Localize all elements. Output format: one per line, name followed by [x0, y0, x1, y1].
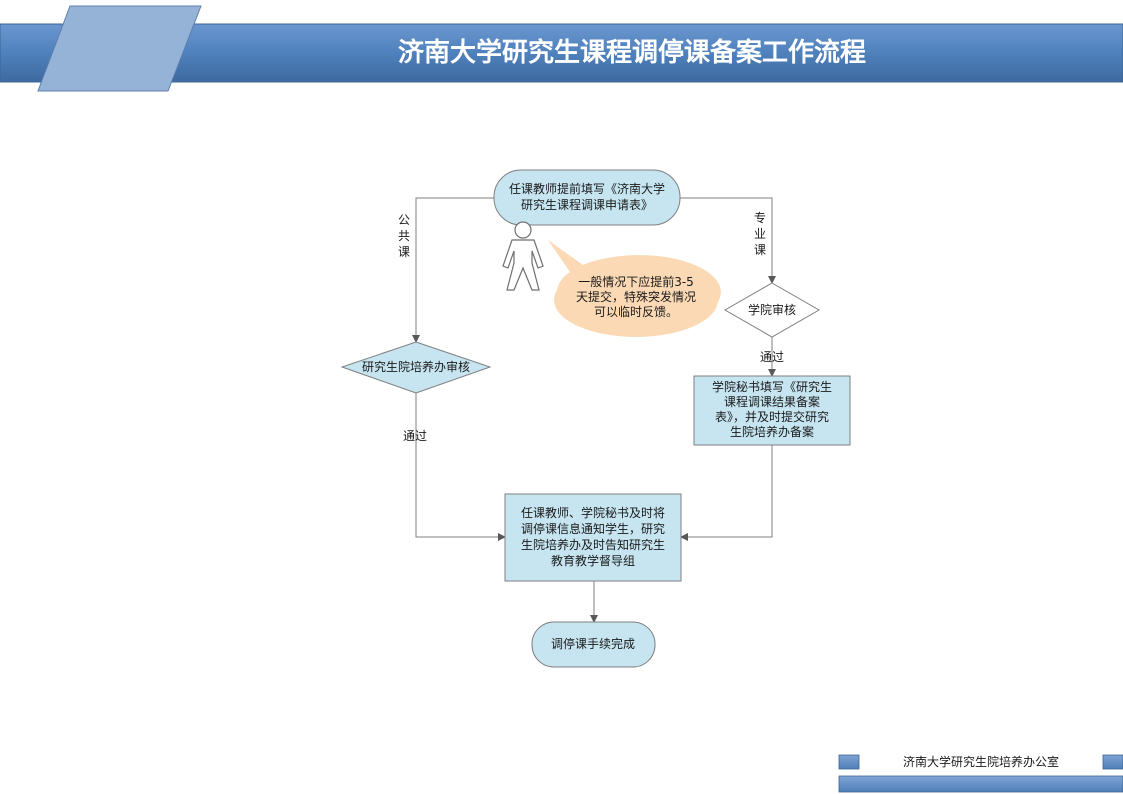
person-icon: [502, 221, 544, 291]
right-branch-label: 专 业 课: [754, 210, 766, 257]
note-line-1: 一般情况下应提前3-5: [578, 274, 694, 289]
left-branch-char-3: 课: [398, 245, 410, 259]
start-node-line-1: 任课教师提前填写《济南大学: [509, 181, 665, 196]
decision-right: 学院审核: [723, 282, 821, 338]
footer-org: 济南大学研究生院培养办公室: [903, 754, 1059, 769]
footer-bar: [838, 775, 1123, 793]
decision-left: 研究生院培养办审核: [340, 341, 492, 394]
center-process-line-2: 调停课信息通知学生，研究: [521, 521, 665, 536]
right-branch-char-3: 课: [754, 243, 766, 257]
connector-left-decision-to-center: [415, 393, 506, 541]
pass-label-left: 通过: [403, 429, 427, 443]
end-node: 调停课手续完成: [531, 621, 656, 668]
footer-right-block: [1102, 754, 1123, 770]
center-process-line-1: 任课教师、学院秘书及时将: [521, 505, 665, 520]
right-branch-char-2: 业: [754, 227, 766, 241]
footer: 济南大学研究生院培养办公室: [838, 754, 1123, 793]
start-node: 任课教师提前填写《济南大学 研究生课程调课申请表》: [493, 169, 681, 226]
pass-label-right: 通过: [760, 350, 784, 364]
connector-start-to-left-decision: [412, 197, 494, 343]
right-process-line-1: 学院秘书填写《研究生: [712, 379, 832, 394]
left-branch-label: 公 共 课: [398, 213, 410, 259]
footer-left-block: [838, 754, 860, 770]
header-parallelogram: [37, 5, 202, 92]
note-line-3: 可以临时反馈。: [594, 305, 678, 319]
center-process-box: 任课教师、学院秘书及时将 调停课信息通知学生，研究 生院培养办及时告知研究生 教…: [504, 493, 682, 582]
right-process-line-4: 生院培养办备案: [730, 424, 814, 439]
start-node-line-2: 研究生课程调课申请表》: [521, 197, 653, 212]
page-title: 济南大学研究生课程调停课备案工作流程: [398, 37, 866, 68]
right-process-box: 学院秘书填写《研究生 课程调课结果备案 表》，并及时提交研究 生院培养办备案: [693, 375, 851, 446]
left-branch-char-2: 共: [398, 229, 410, 243]
note-line-2: 天提交，特殊突发情况: [576, 289, 696, 304]
note-callout: 一般情况下应提前3-5 天提交，特殊突发情况 可以临时反馈。: [548, 240, 721, 337]
center-process-line-4: 教育教学督导组: [551, 553, 635, 568]
decision-right-label: 学院审核: [748, 302, 796, 317]
right-branch-char-1: 专: [754, 210, 766, 225]
left-branch-char-1: 公: [398, 213, 410, 227]
decision-left-label: 研究生院培养办审核: [362, 359, 470, 374]
right-process-line-3: 表》，并及时提交研究: [715, 409, 829, 424]
end-node-label: 调停课手续完成: [551, 636, 635, 651]
connector-start-to-right-decision: [680, 197, 776, 284]
right-process-line-2: 课程调课结果备案: [724, 394, 820, 409]
connectors: [412, 197, 776, 623]
connector-right-process-to-center: [680, 445, 773, 541]
header-banner: 济南大学研究生课程调停课备案工作流程: [0, 5, 1123, 92]
center-process-line-3: 生院培养办及时告知研究生: [521, 537, 665, 552]
